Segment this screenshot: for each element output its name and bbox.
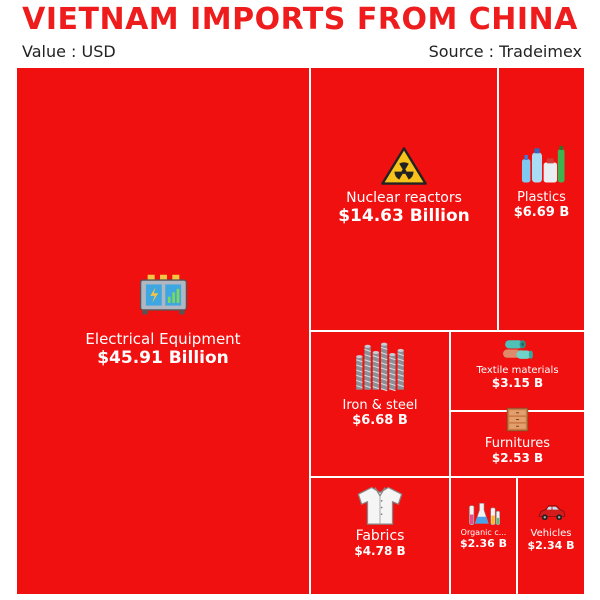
tile-value: $4.78 B — [354, 544, 406, 558]
fabric-rolls-icon — [502, 336, 533, 366]
battery-icon — [137, 273, 190, 321]
tile-label: Fabrics — [355, 528, 405, 544]
tile-value: $2.34 B — [527, 539, 575, 552]
tile-label: Textile materials — [476, 365, 559, 376]
tile-label: Nuclear reactors — [346, 190, 462, 206]
steel-bars-icon — [349, 342, 411, 398]
plastic-bottles-icon — [517, 144, 567, 190]
treemap-tile-0: Electrical Equipment$45.91 Billion — [17, 68, 309, 594]
tile-value: $45.91 Billion — [97, 348, 229, 368]
tile-label: Furnitures — [484, 436, 551, 451]
chart-title: VIETNAM IMPORTS FROM CHINA — [22, 2, 578, 37]
treemap-tile-8: Vehicles$2.34 B — [518, 478, 584, 594]
treemap-tile-3: Iron & steel$6.68 B — [311, 332, 449, 476]
tile-label: Vehicles — [530, 528, 572, 539]
shirt-icon — [355, 484, 405, 530]
value-unit-note: Value : USD — [22, 42, 116, 61]
tile-label: Organic c... — [460, 528, 507, 537]
tile-label: Electrical Equipment — [85, 330, 241, 348]
treemap-tile-4: Textile materials$3.15 B — [451, 332, 584, 410]
treemap-tile-5: Furnitures$2.53 B — [451, 407, 584, 476]
radiation-icon — [380, 146, 428, 190]
treemap-tile-6: Fabrics$4.78 B — [311, 478, 449, 594]
source-note: Source : Tradeimex — [428, 42, 582, 61]
furniture-icon — [502, 406, 533, 436]
car-icon — [537, 500, 566, 528]
treemap-tile-1: Nuclear reactors$14.63 Billion — [311, 68, 497, 330]
tile-value: $2.53 B — [491, 451, 544, 465]
tile-value: $3.15 B — [491, 376, 544, 390]
tile-label: Plastics — [517, 190, 566, 205]
tile-label: Iron & steel — [342, 398, 418, 413]
tile-value: $6.69 B — [513, 205, 570, 220]
tile-value: $6.68 B — [352, 413, 408, 428]
treemap-tile-2: Plastics$6.69 B — [499, 68, 584, 330]
chemical-flasks-icon — [467, 500, 501, 532]
tile-value: $14.63 Billion — [338, 206, 470, 226]
tile-value: $2.36 B — [459, 537, 507, 550]
treemap-tile-7: Organic c...$2.36 B — [451, 478, 516, 594]
